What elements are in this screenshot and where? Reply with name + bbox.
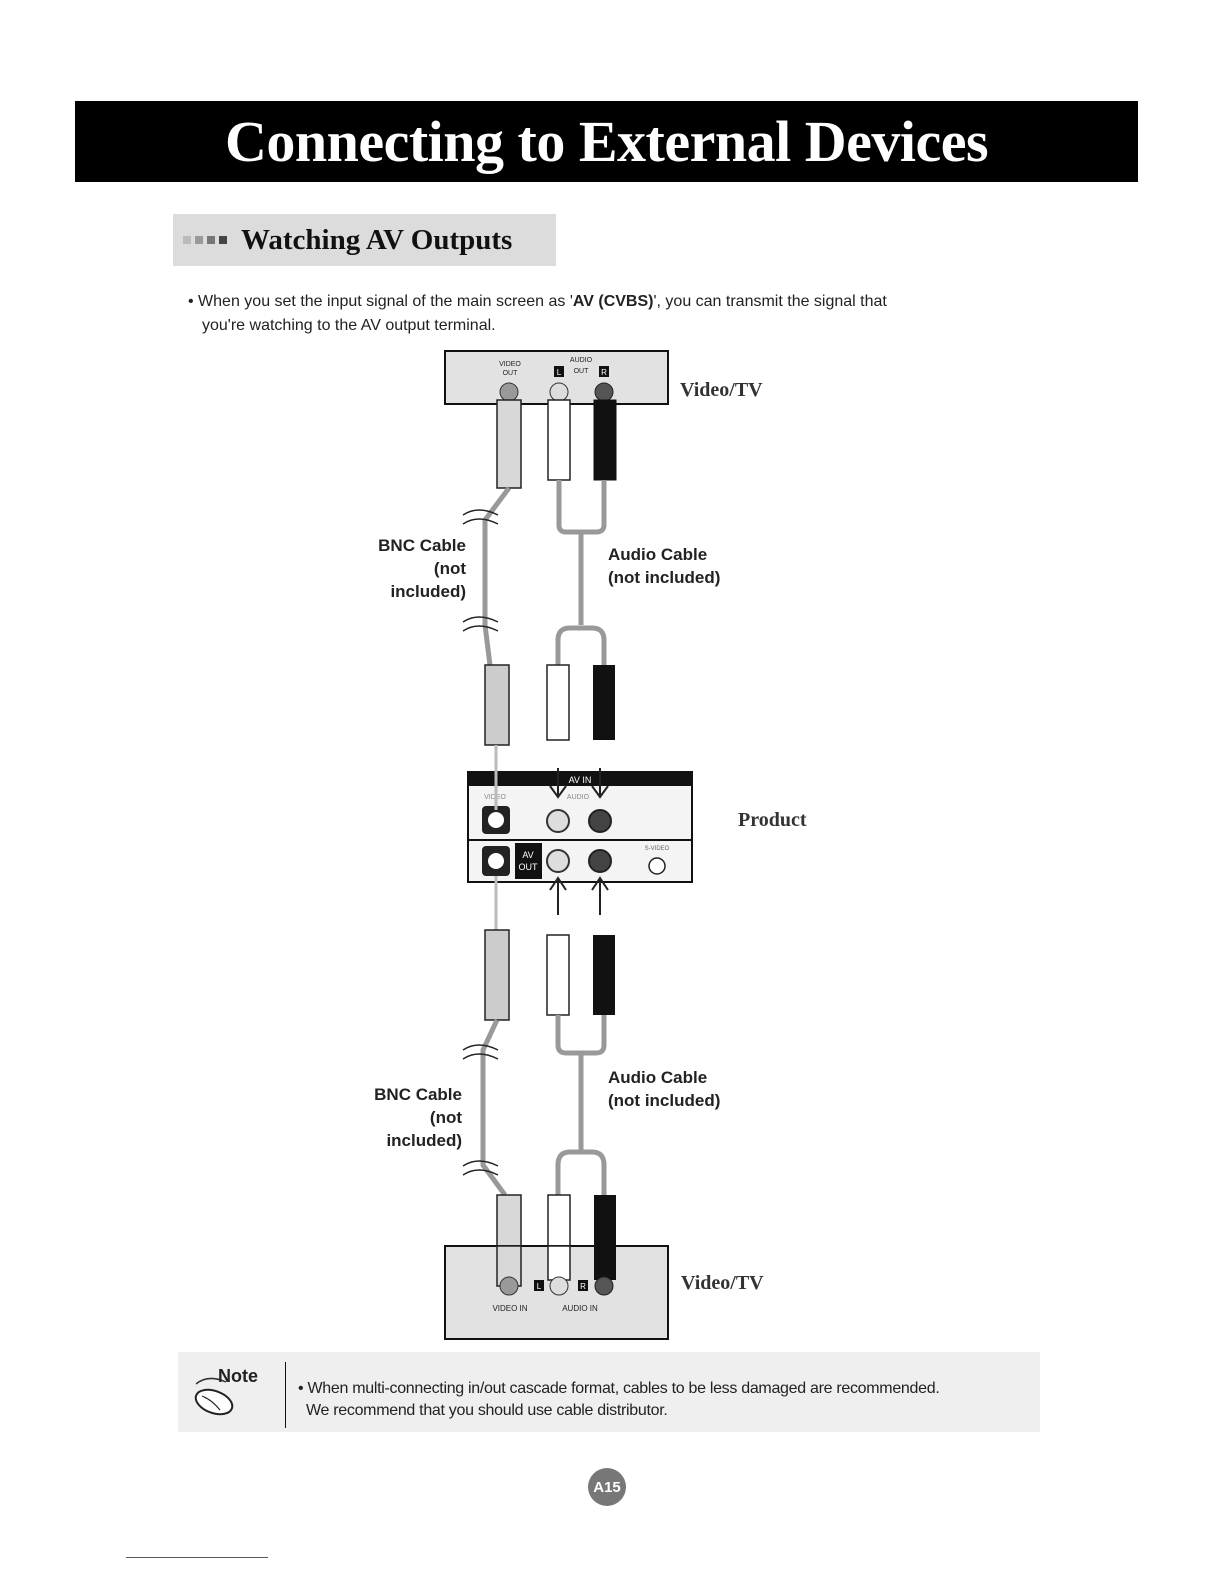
note-line-1: • When multi-connecting in/out cascade f… [298, 1380, 940, 1397]
bottom-device-label: Video/TV [681, 1272, 764, 1294]
page-title: Connecting to External Devices [224, 109, 989, 174]
svg-text:R: R [601, 368, 607, 377]
audio-cable-label-top: Audio Cable (not included) [608, 545, 721, 587]
svg-text:R: R [580, 1282, 586, 1291]
intro-paragraph: • When you set the input signal of the m… [188, 290, 1008, 338]
svg-text:AUDIO: AUDIO [567, 794, 590, 801]
page-number-badge: A15 [588, 1468, 626, 1506]
svg-text:S-VIDEO: S-VIDEO [645, 846, 670, 852]
svg-text:OUT: OUT [574, 368, 590, 375]
title-bar: Connecting to External Devices [75, 101, 1138, 182]
svg-text:OUT: OUT [519, 862, 539, 872]
input-signal-name: AV (CVBS) [572, 293, 654, 310]
intro-line-1: • When you set the input signal of the m… [188, 293, 887, 310]
product-label: Product [738, 809, 807, 831]
audio-cable-label-bottom: Audio Cable (not included) [608, 1068, 721, 1110]
svg-text:L: L [537, 1282, 542, 1291]
svg-text:AUDIO: AUDIO [570, 357, 593, 364]
bnc-cable-label-top: BNC Cable (not included) [378, 536, 466, 601]
bnc-cable-label-bottom: BNC Cable (not included) [374, 1085, 462, 1150]
svg-text:AUDIO IN: AUDIO IN [562, 1304, 598, 1313]
top-video-tv-device: VIDEO OUT AUDIO OUT L R [444, 350, 669, 405]
note-text: • When multi-connecting in/out cascade f… [298, 1378, 940, 1422]
note-box [178, 1352, 1040, 1432]
svg-text:VIDEO IN: VIDEO IN [492, 1304, 527, 1313]
top-plugs [496, 399, 617, 489]
note-line-2: We recommend that you should use cable d… [306, 1402, 668, 1419]
bottom-video-tv-device: L R VIDEO IN AUDIO IN [444, 1245, 669, 1340]
svg-text:L: L [557, 368, 562, 377]
product-panel: AV IN VIDEO AUDIO AV OUT S-VIDEO [467, 745, 693, 930]
footer-line [126, 1557, 268, 1558]
svg-text:AV IN: AV IN [569, 775, 592, 785]
section-header: Watching AV Outputs [173, 214, 556, 266]
mouse-icon [194, 1377, 234, 1416]
svg-text:AV: AV [522, 850, 533, 860]
svg-text:OUT: OUT [503, 370, 519, 377]
svg-text:VIDEO: VIDEO [499, 361, 521, 368]
note-divider [285, 1362, 286, 1428]
intro-line-2: you're watching to the AV output termina… [202, 317, 496, 334]
section-bullets-icon [183, 236, 231, 244]
note-label: Note [218, 1366, 258, 1386]
top-device-label: Video/TV [680, 379, 763, 401]
section-title: Watching AV Outputs [241, 223, 513, 256]
